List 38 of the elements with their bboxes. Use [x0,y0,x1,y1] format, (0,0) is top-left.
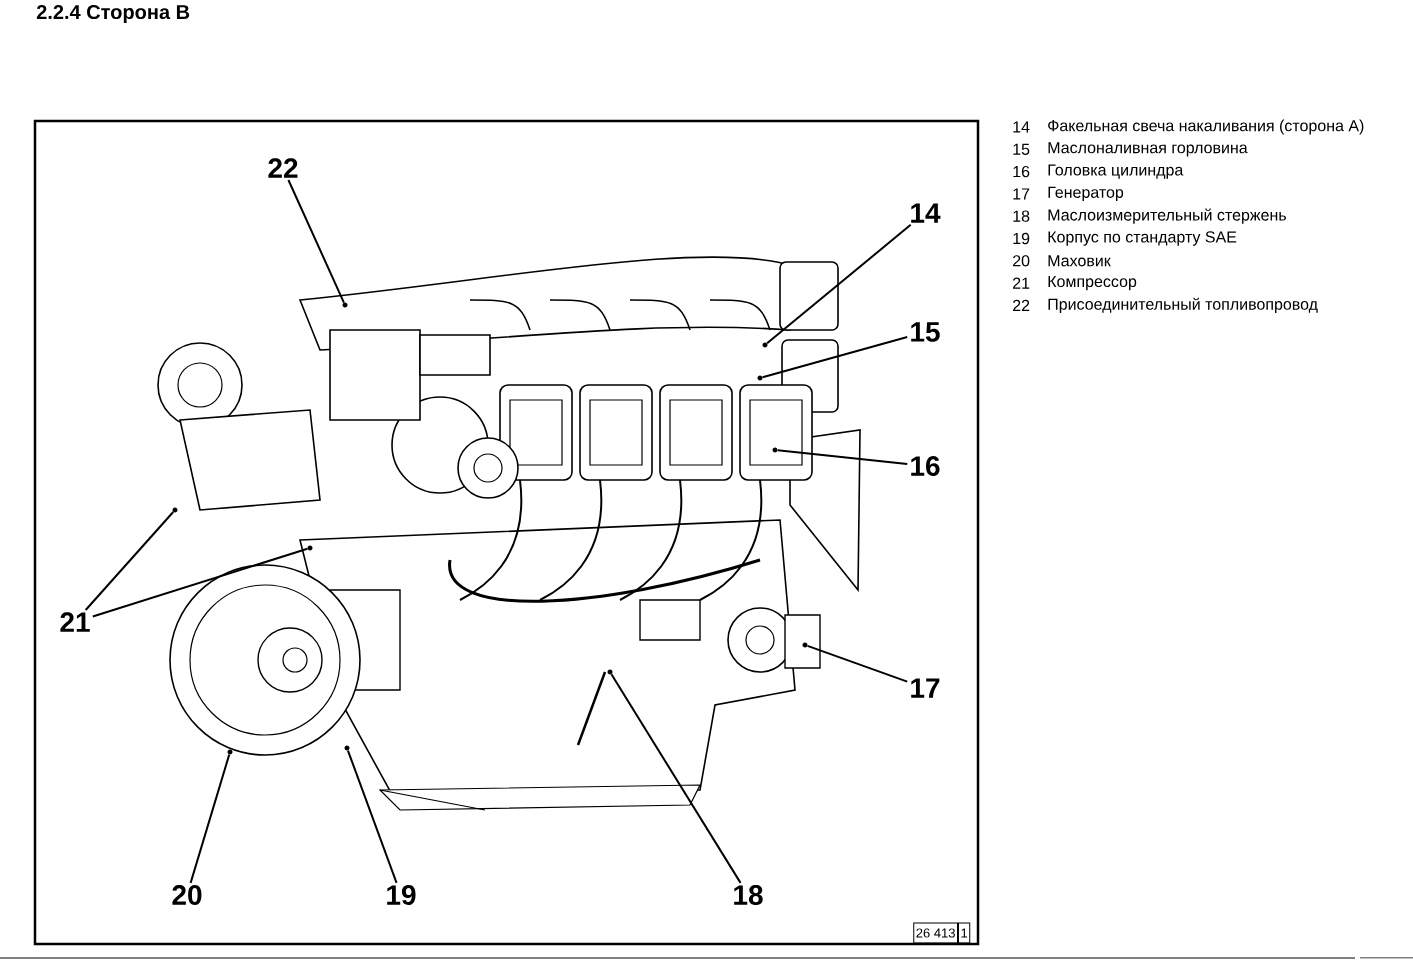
leader-line [189,753,231,884]
legend-text: Маслоизмерительный стержень [1048,208,1286,224]
callout-number: 19 [387,885,416,905]
leader-line [610,673,742,884]
leader-line [766,223,912,345]
figure-number: 26 413 [913,922,958,944]
legend-text: 21 [1013,277,1030,289]
legend-text: 20 [1013,255,1030,267]
callout-number: 14 [911,203,941,223]
legend-text: Маслоналивная горловина [1048,142,1248,157]
leader-line [84,511,175,612]
legend-text: Генератор [1048,186,1124,202]
callout-number: 21 [60,612,90,632]
callout-number: 16 [911,456,940,476]
callout-number: 15 [911,322,940,342]
leader-line [287,179,345,304]
legend-text: 16 [1013,165,1030,178]
legend-text: Корпус по стандарту SAE [1048,231,1237,246]
callout-number: 17 [911,678,940,698]
legend-text: 17 [1013,188,1030,200]
legend-text: 14 [1013,121,1030,133]
callout-number: 20 [172,885,202,905]
heading: 2.2.4 Сторона B [36,4,190,24]
legend-text: Маховик [1048,255,1111,267]
legend-text: Присоединительный топливопровод [1048,297,1318,313]
sheet-number: 1 [958,922,971,944]
legend-text: 19 [1013,232,1030,245]
leader-line [91,547,309,618]
callout-number: 22 [268,158,298,178]
legend-text: 22 [1013,299,1030,311]
legend-text: 18 [1013,210,1030,222]
legend-text: Факельная свеча накаливания (сторона A) [1048,119,1364,135]
legend-text: Компрессор [1048,275,1137,291]
callout-number: 18 [734,885,763,905]
leader-line [806,644,909,683]
legend-text: 15 [1013,143,1030,155]
legend-text: Головка цилиндра [1048,164,1184,179]
leader-line [776,449,909,466]
